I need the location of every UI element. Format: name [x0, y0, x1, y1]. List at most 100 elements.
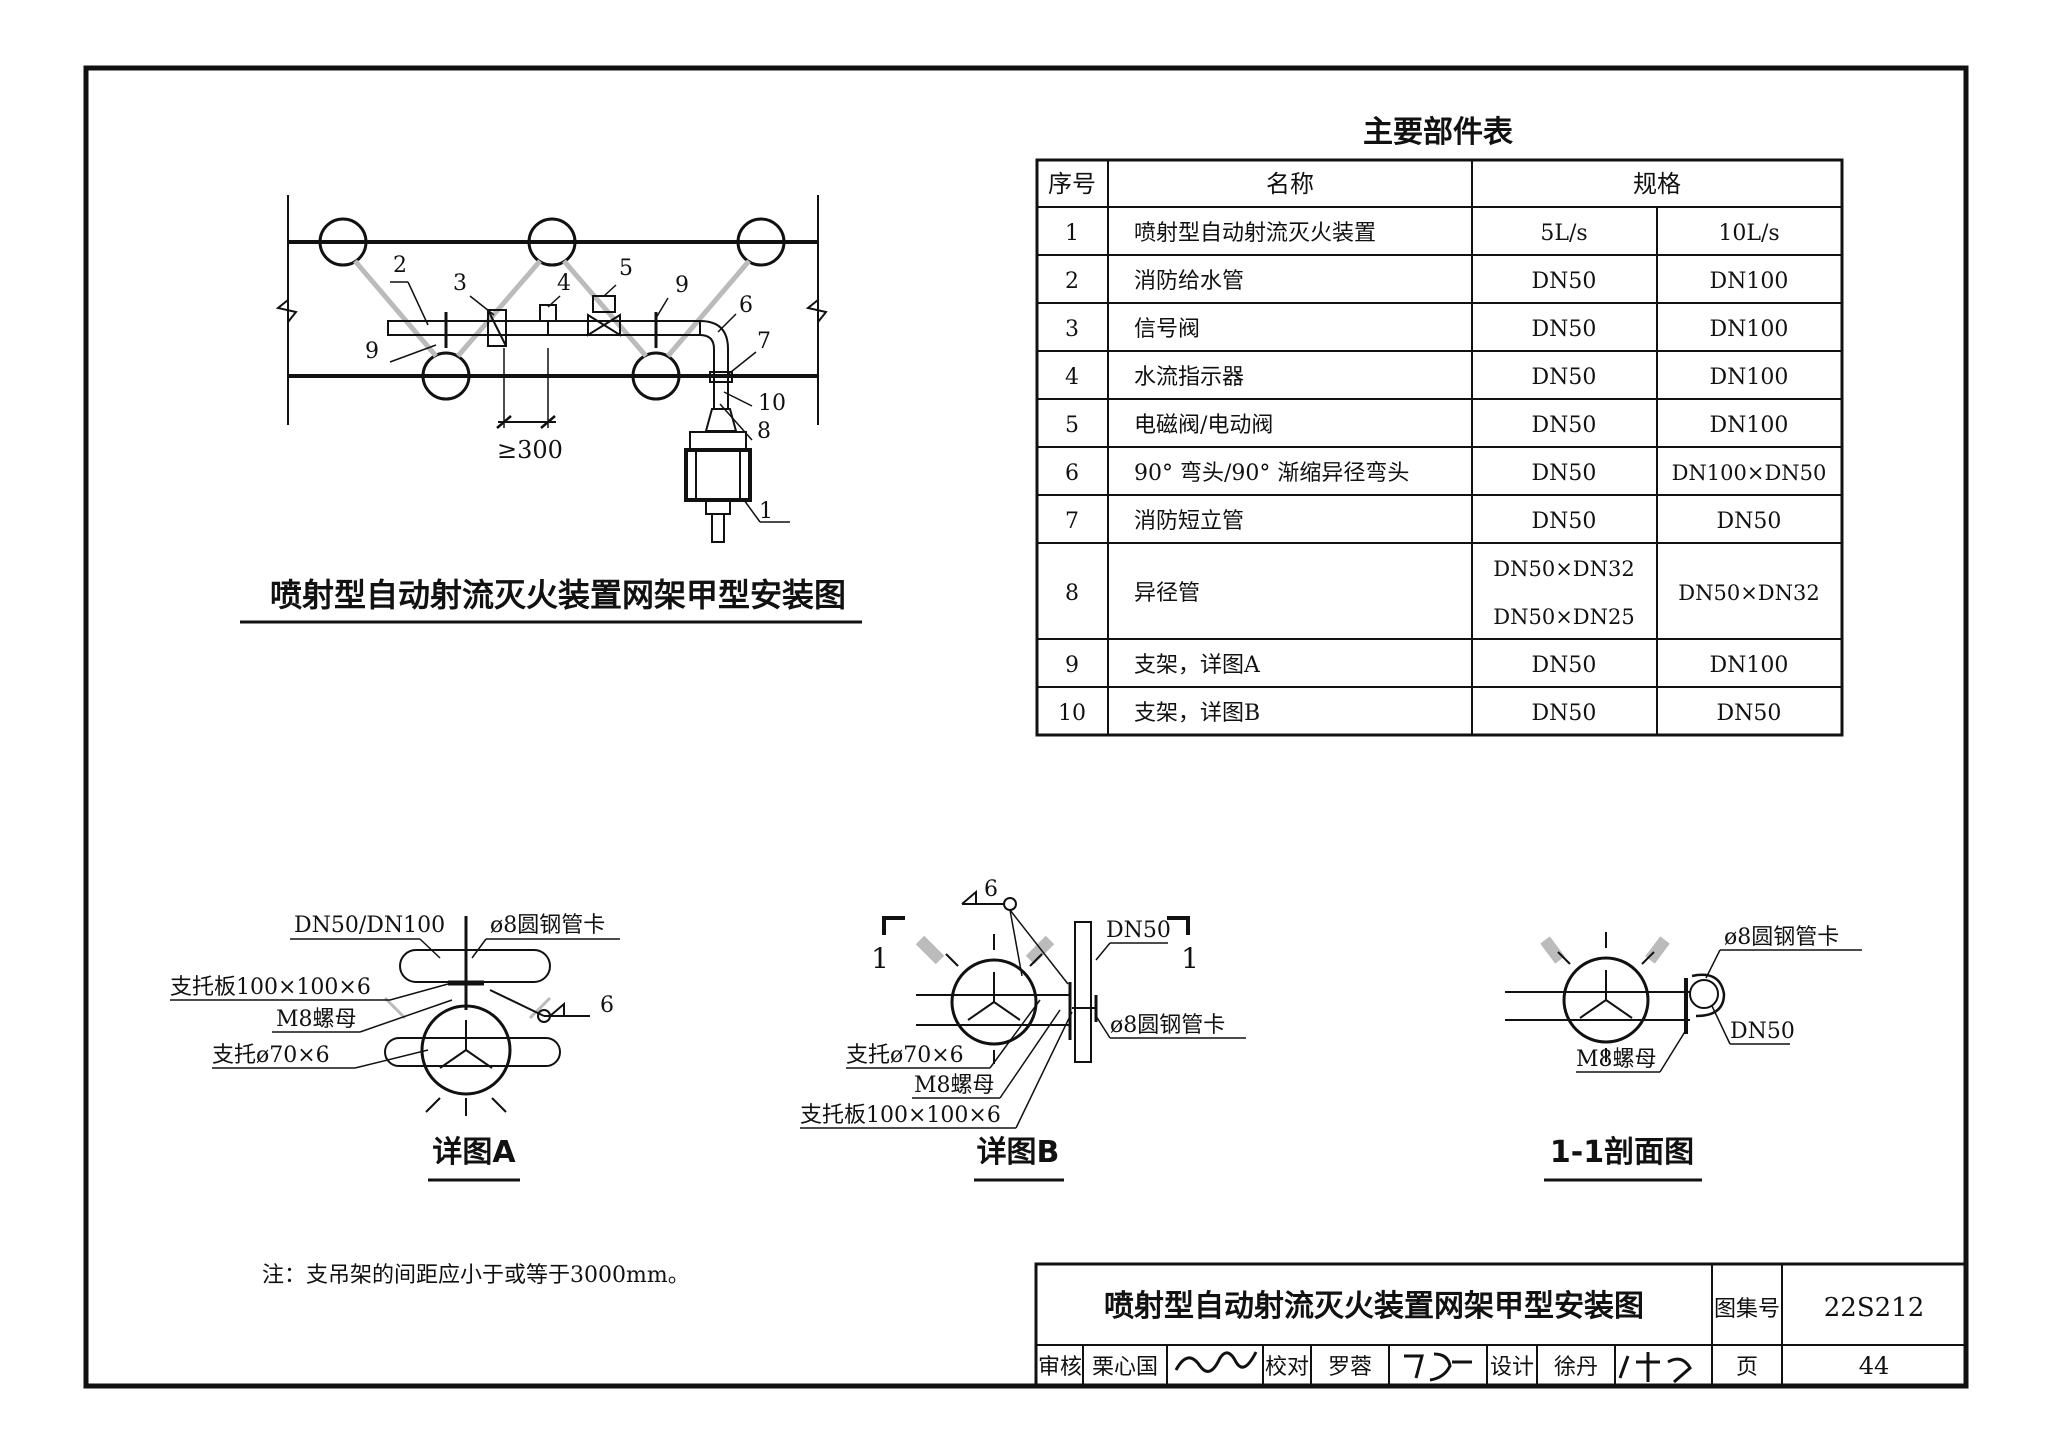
table-row: 7 消防短立管 DN50 DN50: [1065, 509, 1781, 534]
check-label: 校对: [1265, 1355, 1309, 1380]
table-row: 8 异径管 DN50×DN32 DN50×DN25 DN50×DN32: [1065, 557, 1820, 629]
title-block-title: 喷射型自动射流灭火装置网架甲型安装图: [1104, 1289, 1644, 1324]
row-spec-b: DN50: [1717, 701, 1782, 726]
row-no: 10: [1058, 701, 1086, 726]
parts-table-rows: 1 喷射型自动射流灭火装置 5L/s 10L/s 2 消防给水管 DN50 DN…: [1058, 221, 1826, 726]
detail-a-plate-label: 支托板100×100×6: [170, 975, 371, 1000]
sheet-border: [83, 65, 1969, 1389]
detail-a-pipe-label: DN50/DN100: [294, 913, 445, 938]
designer-name: 徐丹: [1554, 1355, 1598, 1380]
spacing-note: 注：支吊架的间距应小于或等于3000mm。: [262, 1263, 690, 1288]
main-drawing-title: 喷射型自动射流灭火装置网架甲型安装图: [270, 576, 846, 614]
detail-b-section-left: 1: [871, 942, 889, 975]
detail-b-pipe-label: DN50: [1106, 918, 1171, 943]
row-no: 5: [1065, 413, 1079, 438]
table-row: 6 90° 弯头/90° 渐缩异径弯头 DN50 DN100×DN50: [1065, 461, 1826, 486]
detail-b-nut-label: M8螺母: [914, 1073, 995, 1098]
design-label: 设计: [1490, 1355, 1534, 1380]
table-row: 1 喷射型自动射流灭火装置 5L/s 10L/s: [1065, 221, 1780, 246]
row-spec-a: DN50: [1532, 653, 1597, 678]
row-no: 8: [1065, 581, 1079, 606]
reviewer-signature: [1174, 1351, 1258, 1373]
section-nut-label: M8螺母: [1576, 1047, 1657, 1072]
callout-3: 3: [453, 271, 467, 296]
callout-2: 2: [393, 253, 407, 278]
row-no: 1: [1065, 221, 1079, 246]
row-no: 9: [1065, 653, 1079, 678]
row-spec-b: DN100: [1710, 317, 1789, 342]
callout-8: 8: [757, 419, 771, 444]
table-row: 4 水流指示器 DN50 DN100: [1065, 365, 1788, 390]
row-spec-a: DN50: [1532, 269, 1597, 294]
row-name: 支架，详图B: [1134, 701, 1260, 726]
title-block-grid: [1034, 1262, 1968, 1388]
row-spec-a: DN50: [1532, 413, 1597, 438]
checker-signature: [1404, 1352, 1472, 1382]
page-number: 44: [1859, 1352, 1890, 1380]
row-spec-b: DN100×DN50: [1672, 461, 1827, 485]
section-1-1-labels: ø8圆钢管卡 DN50 M8螺母: [1576, 925, 1839, 1072]
table-row: 3 信号阀 DN50 DN100: [1065, 317, 1788, 342]
main-drawing-callouts: 2 3 4 5 9 6 7 10 8 1 9 ≥300: [365, 253, 786, 524]
detail-a-support-label: 支托ø70×6: [212, 1043, 330, 1068]
row-spec-a: DN50: [1532, 365, 1597, 390]
detail-b-weld-label: 6: [984, 877, 998, 902]
row-spec-a: DN50×DN32: [1493, 557, 1634, 581]
row-spec-b: DN50×DN32: [1678, 581, 1819, 605]
section-pipe-label: DN50: [1730, 1019, 1795, 1044]
row-spec-b: DN50: [1717, 509, 1782, 534]
row-spec-b: DN100: [1710, 365, 1789, 390]
row-spec-a: DN50: [1532, 509, 1597, 534]
row-name: 电磁阀/电动阀: [1134, 413, 1273, 438]
atlas-label: 图集号: [1714, 1297, 1780, 1322]
row-no: 3: [1065, 317, 1079, 342]
row-name: 水流指示器: [1134, 365, 1244, 390]
table-row: 9 支架，详图A DN50 DN100: [1065, 653, 1788, 678]
table-row: 10 支架，详图B DN50 DN50: [1058, 701, 1781, 726]
detail-b-drawing: [800, 889, 1246, 1129]
row-no: 7: [1065, 509, 1079, 534]
main-installation-drawing: [275, 195, 828, 543]
header-spec: 规格: [1633, 170, 1681, 198]
row-spec-b: 10L/s: [1718, 221, 1779, 246]
detail-a-clamp-label: ø8圆钢管卡: [490, 913, 605, 938]
table-row: 2 消防给水管 DN50 DN100: [1065, 269, 1788, 294]
atlas-number: 22S212: [1824, 1293, 1925, 1323]
callout-7: 7: [757, 329, 771, 354]
row-spec-a2: DN50×DN25: [1493, 605, 1634, 629]
section-1-1-drawing: [1505, 932, 1862, 1073]
row-spec-a: DN50: [1532, 701, 1597, 726]
section-1-1-title: 1-1剖面图: [1550, 1135, 1694, 1170]
dimension-min-300: ≥300: [497, 436, 563, 464]
section-clamp-label: ø8圆钢管卡: [1724, 925, 1839, 950]
checker-name: 罗蓉: [1328, 1355, 1372, 1380]
row-name: 异径管: [1134, 581, 1200, 606]
row-no: 4: [1065, 365, 1079, 390]
callout-9-left: 9: [365, 339, 379, 364]
detail-b-section-right: 1: [1181, 942, 1199, 975]
row-spec-b: DN100: [1710, 269, 1789, 294]
parts-table-title: 主要部件表: [1363, 115, 1513, 150]
row-name: 消防给水管: [1134, 269, 1244, 294]
row-name: 喷射型自动射流灭火装置: [1134, 221, 1376, 246]
row-spec-b: DN100: [1710, 653, 1789, 678]
row-name: 信号阀: [1134, 317, 1200, 342]
detail-b-support-label: 支托ø70×6: [846, 1043, 964, 1068]
designer-signature: [1618, 1352, 1692, 1384]
detail-b-title: 详图B: [977, 1135, 1060, 1170]
detail-a-labels: DN50/DN100 ø8圆钢管卡 支托板100×100×6 M8螺母 支托ø7…: [170, 913, 614, 1068]
row-spec-a: DN50: [1532, 317, 1597, 342]
row-no: 2: [1065, 269, 1079, 294]
callout-1: 1: [759, 499, 773, 524]
row-spec-a: DN50: [1532, 461, 1597, 486]
header-no: 序号: [1048, 170, 1096, 198]
parts-table-grid: [1035, 158, 1844, 737]
detail-a-nut-label: M8螺母: [276, 1007, 357, 1032]
reviewer-name: 栗心国: [1092, 1355, 1158, 1380]
callout-9-right: 9: [675, 273, 689, 298]
parts-table-header: 序号 名称 规格: [1048, 170, 1681, 198]
detail-a-title: 详图A: [432, 1135, 516, 1170]
row-spec-b: DN100: [1710, 413, 1789, 438]
detail-a-drawing: [170, 916, 620, 1116]
